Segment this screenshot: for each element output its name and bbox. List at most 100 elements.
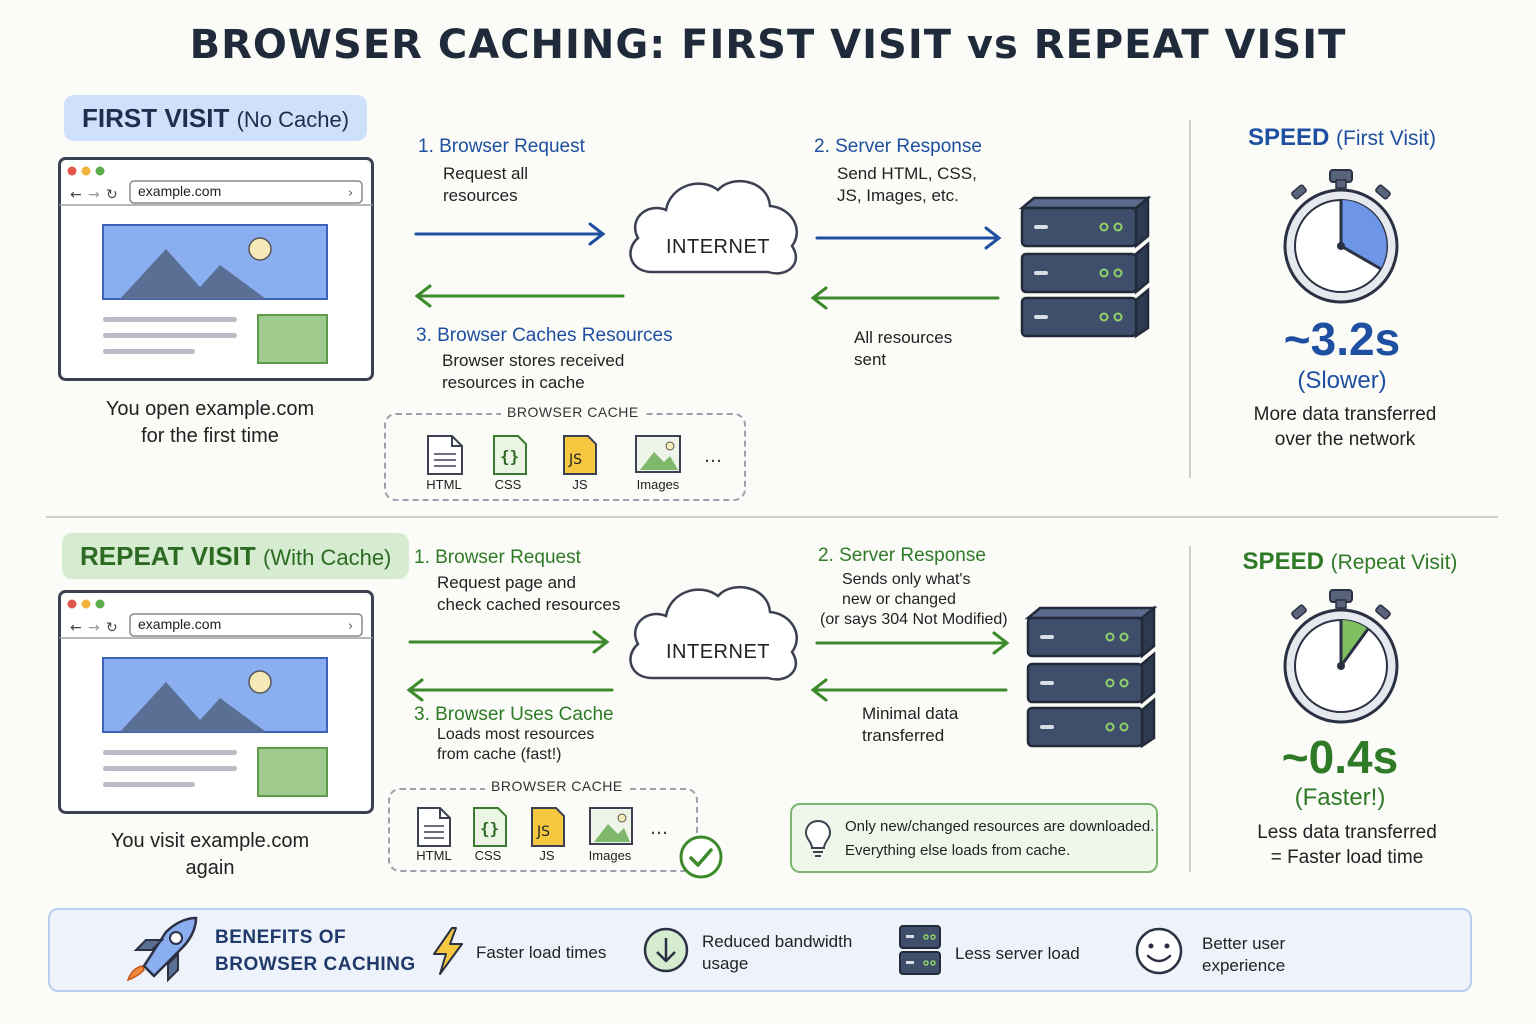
tip-text: Only new/changed resources are downloade…	[845, 815, 1154, 863]
minimal-data-arrow	[810, 678, 1008, 702]
html-file-icon	[427, 435, 463, 475]
first-speed-value: ~3.2s	[1283, 313, 1401, 365]
tip-box	[790, 803, 1158, 873]
repeat-return-note: Minimal data transferred	[862, 703, 958, 747]
repeat-step2-title: 2. Server Response	[818, 545, 986, 566]
first-step3-desc: Browser stores received resources in cac…	[442, 350, 624, 394]
desc-line: All resources	[854, 328, 953, 347]
first-visit-caption: You open example.com for the first time	[70, 396, 350, 450]
checkmark-icon	[679, 835, 723, 879]
desc-line: Send HTML, CSS,	[837, 164, 977, 183]
repeat-step3-desc: Loads most resources from cache (fast!)	[437, 725, 594, 765]
server-icon	[899, 925, 941, 975]
svg-text:{}: {}	[500, 447, 519, 466]
section-divider	[1189, 546, 1191, 872]
internet-label: INTERNET	[666, 641, 770, 663]
download-icon	[643, 927, 689, 973]
internet-label: INTERNET	[666, 236, 770, 258]
smiley-icon	[1135, 927, 1183, 975]
file-label: HTML	[416, 848, 452, 863]
css-file-icon: {}	[473, 807, 507, 847]
page-title: BROWSER CACHING: FIRST VISIT vs REPEAT V…	[189, 22, 1347, 68]
benefits-title-line: BROWSER CACHING	[215, 954, 416, 975]
address-bar-url[interactable]: example.com	[138, 616, 222, 632]
stopwatch-icon	[1283, 169, 1399, 304]
speed-subtitle: (First Visit)	[1336, 127, 1436, 150]
first-step3-title: 3. Browser Caches Resources	[416, 325, 673, 346]
svg-text:JS: JS	[568, 452, 582, 468]
first-step1-title: 1. Browser Request	[418, 136, 585, 157]
browser-cache-label: BROWSER CACHE	[501, 404, 645, 420]
speed-title: SPEED	[1248, 124, 1330, 151]
caption-line: You visit example.com	[110, 830, 310, 852]
cache-files: {} JS …	[417, 807, 668, 847]
benefit-item: Faster load times	[476, 942, 606, 964]
cloud-icon	[629, 179, 798, 275]
desc-line: More data transferred	[1253, 404, 1437, 425]
benefit-item: Reduced bandwidth usage	[702, 931, 852, 975]
desc-line: over the network	[1274, 429, 1416, 450]
svg-text:JS: JS	[536, 824, 550, 840]
repeat-visit-caption: You visit example.com again	[70, 828, 350, 882]
desc-line: (or says 304 Not Modified)	[820, 611, 1008, 628]
file-label: Images	[588, 848, 632, 863]
more-icon: …	[650, 818, 668, 839]
first-visit-subtitle: (No Cache)	[236, 107, 350, 132]
resources-arrow	[810, 286, 1000, 310]
benefit-line: experience	[1202, 956, 1286, 975]
desc-line: Loads most resources	[437, 726, 595, 743]
first-step2-desc: Send HTML, CSS, JS, Images, etc.	[837, 163, 977, 207]
request-arrow	[414, 222, 606, 246]
section-divider	[1189, 120, 1191, 478]
tip-line: Only new/changed resources are downloade…	[845, 818, 1155, 835]
caption-line: for the first time	[141, 425, 279, 447]
desc-line: = Faster load time	[1270, 847, 1424, 868]
server-icon	[1024, 605, 1158, 749]
file-label: Images	[636, 477, 680, 492]
svg-text:→: →	[88, 187, 100, 203]
desc-line: resources in cache	[442, 373, 585, 392]
cloud-icon	[629, 585, 798, 681]
desc-line: transferred	[862, 726, 945, 745]
first-speed-note: (Slower)	[1297, 367, 1387, 394]
benefit-item: Less server load	[955, 943, 1080, 965]
first-return-note: All resources sent	[854, 327, 952, 371]
svg-text:←: ←	[70, 187, 82, 203]
address-bar-url[interactable]: example.com	[138, 183, 222, 199]
first-visit-label: FIRST VISIT (No Cache)	[64, 95, 368, 141]
repeat-visit-subtitle: (With Cache)	[263, 545, 392, 570]
desc-line: JS, Images, etc.	[837, 186, 959, 205]
caption-line: again	[185, 857, 235, 879]
desc-line: Request all	[443, 164, 529, 183]
svg-text:→: →	[88, 620, 100, 636]
desc-line: Sends only what's	[842, 571, 971, 588]
file-label: HTML	[426, 477, 462, 492]
first-speed-label: SPEED (First Visit)	[1212, 124, 1472, 152]
caption-line: You open example.com	[105, 398, 315, 420]
first-visit-title: FIRST VISIT	[82, 103, 230, 133]
svg-text:›: ›	[348, 186, 353, 201]
repeat-step2-desc: Sends only what's new or changed (or say…	[820, 570, 1008, 630]
html-file-icon	[417, 807, 451, 847]
rocket-icon	[126, 916, 198, 983]
lightbulb-icon	[804, 819, 832, 857]
image-file-icon	[635, 435, 681, 473]
first-speed-desc: More data transferred over the network	[1212, 402, 1478, 452]
desc-line: sent	[854, 350, 887, 369]
section-divider	[46, 516, 1498, 518]
repeat-speed-label: SPEED (Repeat Visit)	[1212, 548, 1488, 576]
file-label: JS	[572, 477, 588, 492]
tip-line: Everything else loads from cache.	[845, 842, 1071, 859]
use-cache-arrow	[406, 678, 614, 702]
benefit-line: Less server load	[955, 944, 1080, 963]
stopwatch-icon	[1283, 589, 1399, 724]
repeat-step3-title: 3. Browser Uses Cache	[414, 704, 614, 725]
svg-text:↻: ↻	[106, 620, 118, 636]
repeat-speed-value: ~0.4s	[1281, 731, 1399, 783]
lightning-icon	[433, 927, 463, 975]
desc-line: Minimal data	[862, 704, 959, 723]
cache-arrow	[414, 284, 625, 308]
repeat-visit-title: REPEAT VISIT	[80, 541, 256, 571]
repeat-speed-desc: Less data transferred = Faster load time	[1212, 820, 1482, 870]
